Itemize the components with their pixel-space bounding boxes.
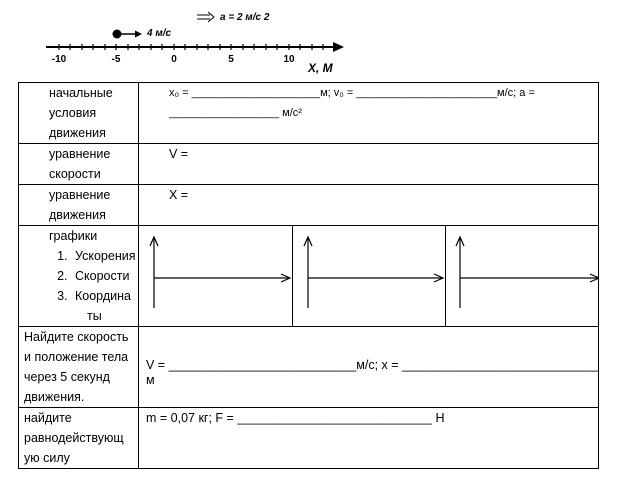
- answer-line2[interactable]: м: [146, 373, 155, 387]
- row-label: уравнение скорости: [18, 143, 139, 185]
- label-line: движения: [49, 208, 106, 222]
- list-item: Координа: [71, 286, 138, 306]
- row-label: Найдите скорость и положение тела через …: [18, 326, 139, 408]
- tick-label-neg10: -10: [52, 54, 67, 65]
- acceleration-graph-axes[interactable]: [149, 235, 292, 308]
- label-line: ую силу: [24, 451, 70, 465]
- table-row: Найдите скорость и положение тела через …: [18, 326, 599, 408]
- initial-conditions-cell[interactable]: x₀ = _____________________м; v₀ = ______…: [138, 82, 599, 144]
- row-label: найдите равнодействующ ую силу: [18, 407, 139, 469]
- answer-line1[interactable]: V = ___________________________м/с; x = …: [146, 358, 598, 372]
- velocity-arrowhead: [135, 30, 142, 38]
- label-line: найдите: [24, 411, 72, 425]
- label-line: начальные: [49, 86, 113, 100]
- accel-double-arrow-icon: [197, 11, 215, 23]
- motion-equation-cell[interactable]: X =: [138, 184, 599, 226]
- x-axis-arrowhead: [333, 42, 344, 52]
- label-line: равнодействующ: [24, 431, 124, 445]
- row-label: графики Ускорения Скорости Координа ты: [18, 225, 139, 327]
- velocity-label: 4 м/с: [146, 28, 172, 39]
- label-line: через 5 секунд: [24, 370, 110, 384]
- graph-divider: [292, 226, 293, 326]
- graph-axes: [149, 235, 599, 308]
- velocity-equation-text[interactable]: V =: [169, 147, 189, 161]
- acceleration-label: a = 2 м/с 2: [220, 12, 270, 23]
- table-row: графики Ускорения Скорости Координа ты: [18, 225, 599, 327]
- velocity-equation-cell[interactable]: V =: [138, 143, 599, 185]
- label-line: движения.: [24, 390, 85, 404]
- label-line: скорости: [49, 167, 101, 181]
- axis-ticks: [58, 44, 324, 50]
- resultant-force-text[interactable]: m = 0,07 кг; F = _______________________…: [146, 411, 445, 425]
- axis-label: X, М: [307, 61, 334, 75]
- list-item-continuation: ты: [87, 309, 102, 323]
- tick-label-0: 0: [171, 54, 177, 65]
- list-item: Скорости: [71, 266, 138, 286]
- tick-label-5: 5: [228, 54, 234, 65]
- coordinate-graph-axes[interactable]: [455, 235, 599, 308]
- graphs-title: графики: [49, 229, 98, 243]
- graphs-cell[interactable]: [138, 225, 599, 327]
- answer-velocity-position-cell[interactable]: V = ___________________________м/с; x = …: [138, 326, 599, 408]
- label-line: уравнение: [49, 188, 111, 202]
- table-row: уравнение скорости V =: [18, 143, 599, 185]
- table-row: уравнение движения X =: [18, 184, 599, 226]
- graphs-list: Ускорения Скорости Координа: [19, 246, 138, 306]
- label-line: и положение тела: [24, 350, 129, 364]
- tick-label-10: 10: [283, 54, 295, 65]
- label-line: движения: [49, 126, 106, 140]
- motion-equation-text[interactable]: X =: [169, 188, 189, 202]
- label-line: условия: [49, 106, 97, 120]
- body-dot: [112, 29, 122, 39]
- label-line: уравнение: [49, 147, 111, 161]
- table-row: найдите равнодействующ ую силу m = 0,07 …: [18, 407, 599, 469]
- label-line: Найдите скорость: [24, 330, 129, 344]
- tick-label-neg5: -5: [112, 54, 121, 65]
- resultant-force-cell[interactable]: m = 0,07 кг; F = _______________________…: [138, 407, 599, 469]
- table-row: начальные условия движения x₀ = ________…: [18, 82, 599, 144]
- number-line: -10 -5 0 5 10 X, М 4 м/с a = 2 м/с 2: [46, 11, 344, 75]
- list-item: Ускорения: [71, 246, 138, 266]
- graph-divider: [445, 226, 446, 326]
- velocity-graph-axes[interactable]: [303, 235, 445, 308]
- row-label: начальные условия движения: [18, 82, 139, 144]
- row-label: уравнение движения: [18, 184, 139, 226]
- initial-conditions-line1[interactable]: x₀ = _____________________м; v₀ = ______…: [169, 87, 535, 99]
- worksheet-table: начальные условия движения x₀ = ________…: [18, 82, 599, 469]
- initial-conditions-line2[interactable]: __________________ м/с²: [169, 107, 302, 119]
